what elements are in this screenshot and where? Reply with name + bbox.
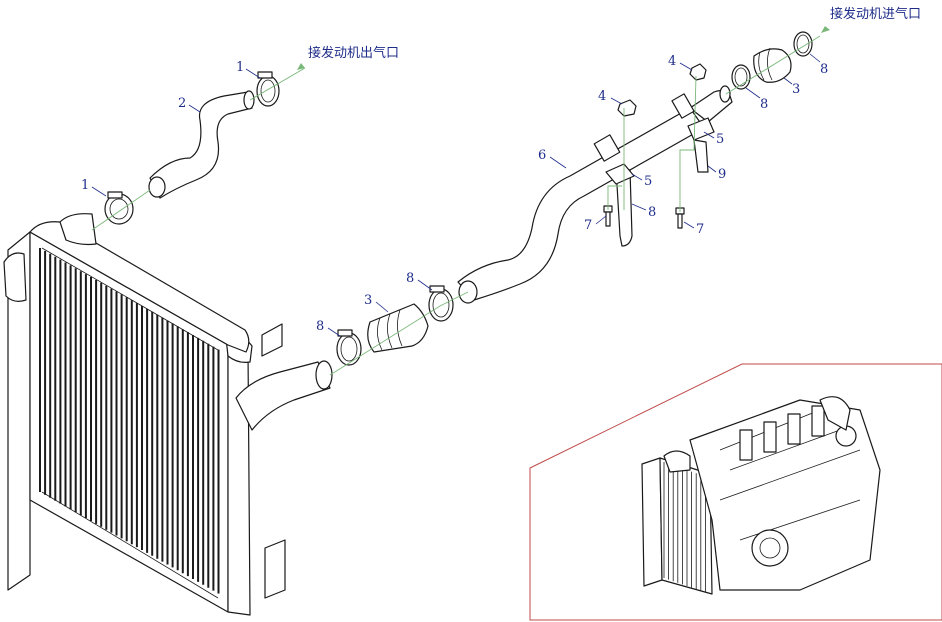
clamp-1-lower: [104, 191, 134, 225]
nut-4-left: [617, 99, 637, 117]
assembly-leaders: [91, 26, 830, 376]
callout-8-lower: 8: [316, 319, 324, 334]
clamp-8-right-inner: [731, 64, 751, 90]
callout-1-lower: 1: [81, 178, 89, 193]
callout-9: 9: [718, 167, 726, 182]
engine-location-inset: [529, 363, 942, 621]
callout-6: 6: [538, 148, 546, 163]
clamp-8-lower: [336, 329, 362, 366]
bracket-strap-left: [605, 163, 635, 247]
callout-2: 2: [178, 96, 186, 111]
callout-8-bracket: 8: [648, 205, 656, 220]
silicone-hose-3-lower: [367, 303, 429, 353]
engine-illustration: [641, 396, 881, 595]
callout-4-left: 4: [598, 89, 606, 104]
nut-4-right: [689, 63, 707, 81]
cross-pipe-6: [457, 85, 733, 304]
clamp-8-right-outer: [793, 31, 813, 57]
callout-8-right-inner: 8: [760, 97, 768, 112]
callout-4-right: 4: [668, 54, 676, 69]
callout-7-left: 7: [584, 218, 592, 233]
callouts: 1 2 1 6 4 4 5 5 9 8 7 7 8 3 8 8 3: [81, 53, 828, 337]
callout-5-left: 5: [644, 174, 652, 189]
callout-3-lower: 3: [364, 293, 372, 308]
callout-8-right-outer: 8: [820, 62, 828, 77]
callout-7-right: 7: [696, 222, 704, 237]
note-engine-inlet: 接发动机进气口: [830, 6, 921, 22]
hose-2: [148, 90, 255, 199]
clamp-1-upper: [256, 71, 280, 107]
core-outlet-pipe: [59, 213, 333, 431]
callout-3-upper: 3: [792, 82, 800, 97]
callout-1-upper: 1: [236, 60, 244, 75]
bracket-9: [687, 117, 715, 173]
callout-8-mid: 8: [406, 271, 414, 286]
clamp-8-mid: [428, 285, 454, 322]
note-engine-outlet: 接发动机出气口: [308, 45, 399, 61]
intercooler-core: [3, 221, 286, 616]
callout-5-right: 5: [716, 132, 724, 147]
